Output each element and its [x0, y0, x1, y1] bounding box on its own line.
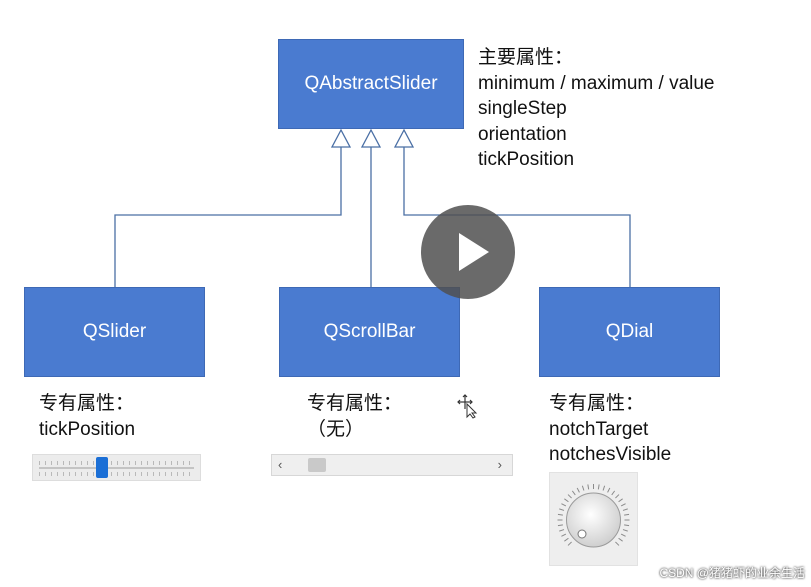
dial-notch [618, 537, 623, 542]
prop-item: （无） [307, 418, 365, 440]
slider-groove [39, 467, 194, 469]
dial-notch [559, 508, 565, 511]
dial-notch [620, 533, 626, 537]
slider-handle[interactable] [96, 457, 108, 478]
dial-notch [615, 494, 620, 499]
connector-qslider [114, 147, 342, 287]
class-box-qdial: QDial [539, 287, 720, 377]
dial-notch [607, 487, 611, 493]
dial-notch [597, 484, 600, 490]
play-icon [459, 233, 489, 271]
class-label: QSlider [82, 321, 147, 342]
props-heading: 专有属性： [307, 393, 403, 414]
scroll-left-icon[interactable]: ‹ [278, 457, 283, 472]
class-box-qslider: QSlider [24, 287, 205, 377]
dial-knob-icon [557, 484, 630, 548]
dial-notch [615, 541, 620, 546]
dial-notch [587, 484, 590, 490]
dial-notch [571, 490, 576, 496]
dial-notch [557, 513, 563, 516]
class-box-qscrollbar: QScrollBar [279, 287, 460, 377]
dial-notch [624, 524, 630, 527]
slider-ticks-top [39, 461, 194, 465]
dial-notch [618, 498, 623, 503]
class-label: QDial [605, 321, 654, 342]
inheritance-arrowhead [360, 128, 382, 148]
prop-item: notchesVisible [549, 444, 672, 465]
dial-notch [561, 533, 567, 537]
watermark: CSDN @猪猪虾的业余生活 [659, 566, 805, 580]
prop-item: minimum / maximum / value [478, 72, 715, 94]
prop-item: notchTarget [549, 418, 649, 440]
qslider-properties: 专有属性： tickPosition [39, 391, 135, 442]
scrollbar-example[interactable]: ‹ › [271, 454, 513, 476]
slider-ticks-bottom [39, 472, 194, 476]
props-heading: 主要属性： [478, 47, 574, 68]
dial-example[interactable] [549, 472, 638, 566]
dial-notch [622, 529, 628, 532]
class-label: QAbstractSlider [304, 73, 438, 94]
dial-notch [622, 508, 628, 511]
dial-notch [559, 529, 565, 532]
slider-example[interactable] [32, 454, 201, 481]
dial-notch [561, 503, 567, 507]
scroll-right-icon[interactable]: › [497, 457, 502, 472]
props-heading: 专有属性： [39, 393, 135, 414]
dial-notch [602, 485, 606, 491]
dial-notch [564, 537, 569, 542]
prop-item: orientation [478, 123, 567, 145]
dial-notch [567, 494, 572, 499]
dial-notch [576, 487, 580, 493]
dial-notch [564, 498, 569, 503]
move-cursor-icon [457, 394, 478, 419]
dial-notch [557, 524, 563, 527]
dial-notch [624, 513, 630, 516]
props-heading: 专有属性： [549, 393, 645, 414]
play-button[interactable] [421, 205, 515, 299]
qscrollbar-properties: 专有属性： （无） [307, 391, 402, 442]
scrollbar-thumb[interactable] [308, 458, 326, 472]
inheritance-arrowhead [393, 128, 415, 148]
qdial-properties: 专有属性： notchTarget notchesVisible [549, 391, 671, 468]
dial-notch [581, 485, 585, 491]
connector-qdial [403, 147, 631, 287]
dial-notch [611, 490, 616, 496]
prop-item: tickPosition [39, 418, 136, 440]
dial-notch [567, 541, 572, 546]
dial-notch [620, 503, 626, 507]
inheritance-arrowhead [330, 128, 352, 148]
prop-item: singleStep [478, 98, 567, 119]
class-box-qabstractslider: QAbstractSlider [278, 39, 464, 129]
base-properties: 主要属性： minimum / maximum / value singleSt… [478, 45, 715, 173]
class-label: QScrollBar [323, 321, 416, 342]
prop-item: tickPosition [478, 149, 575, 170]
